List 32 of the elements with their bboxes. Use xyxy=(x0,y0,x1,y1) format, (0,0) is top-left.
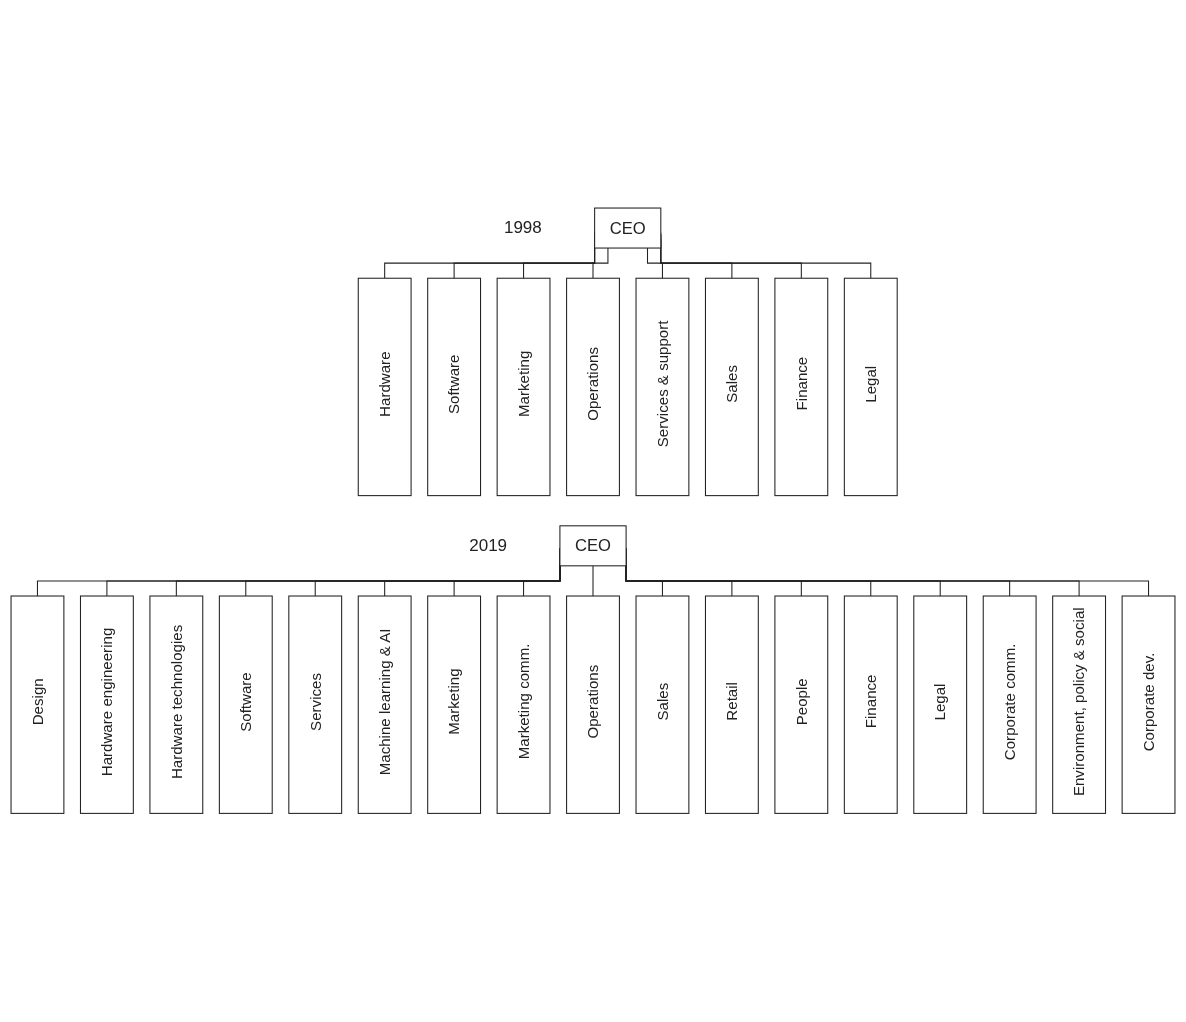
node-box: Corporate comm. xyxy=(982,595,1037,815)
node-box: Legal xyxy=(843,277,898,497)
node-box: Legal xyxy=(913,595,968,815)
year-label: 2019 xyxy=(469,535,508,557)
connector xyxy=(647,247,663,280)
node-box: Environment, policy & social xyxy=(1052,595,1107,815)
connector xyxy=(592,247,609,280)
node-box: Software xyxy=(218,595,273,815)
node-box: Services xyxy=(288,595,343,815)
node-box: Sales xyxy=(635,595,690,815)
node-box: Marketing comm. xyxy=(496,595,551,815)
node-box: Services & support xyxy=(635,277,690,497)
node-box: Corporate dev. xyxy=(1121,595,1176,815)
node-box: Operations xyxy=(566,277,620,497)
node-box: People xyxy=(774,595,829,815)
node-box: Marketing xyxy=(427,595,482,815)
node-box: Machine learning & AI xyxy=(357,595,412,815)
node-box: CEO xyxy=(594,207,662,249)
node-box: Finance xyxy=(843,595,898,815)
node-box: Software xyxy=(427,277,482,497)
node-box: Hardware engineering xyxy=(79,595,134,815)
node-box: CEO xyxy=(559,525,627,567)
node-box: Sales xyxy=(704,277,759,497)
node-box: Hardware technologies xyxy=(149,595,204,815)
node-box: Finance xyxy=(774,277,829,497)
node-box: Marketing xyxy=(496,277,551,497)
connector xyxy=(592,565,594,597)
node-box: Design xyxy=(10,595,65,815)
year-label: 1998 xyxy=(503,218,542,239)
node-box: Operations xyxy=(566,595,620,815)
node-box: Retail xyxy=(704,595,759,815)
node-box: Hardware xyxy=(357,277,412,497)
